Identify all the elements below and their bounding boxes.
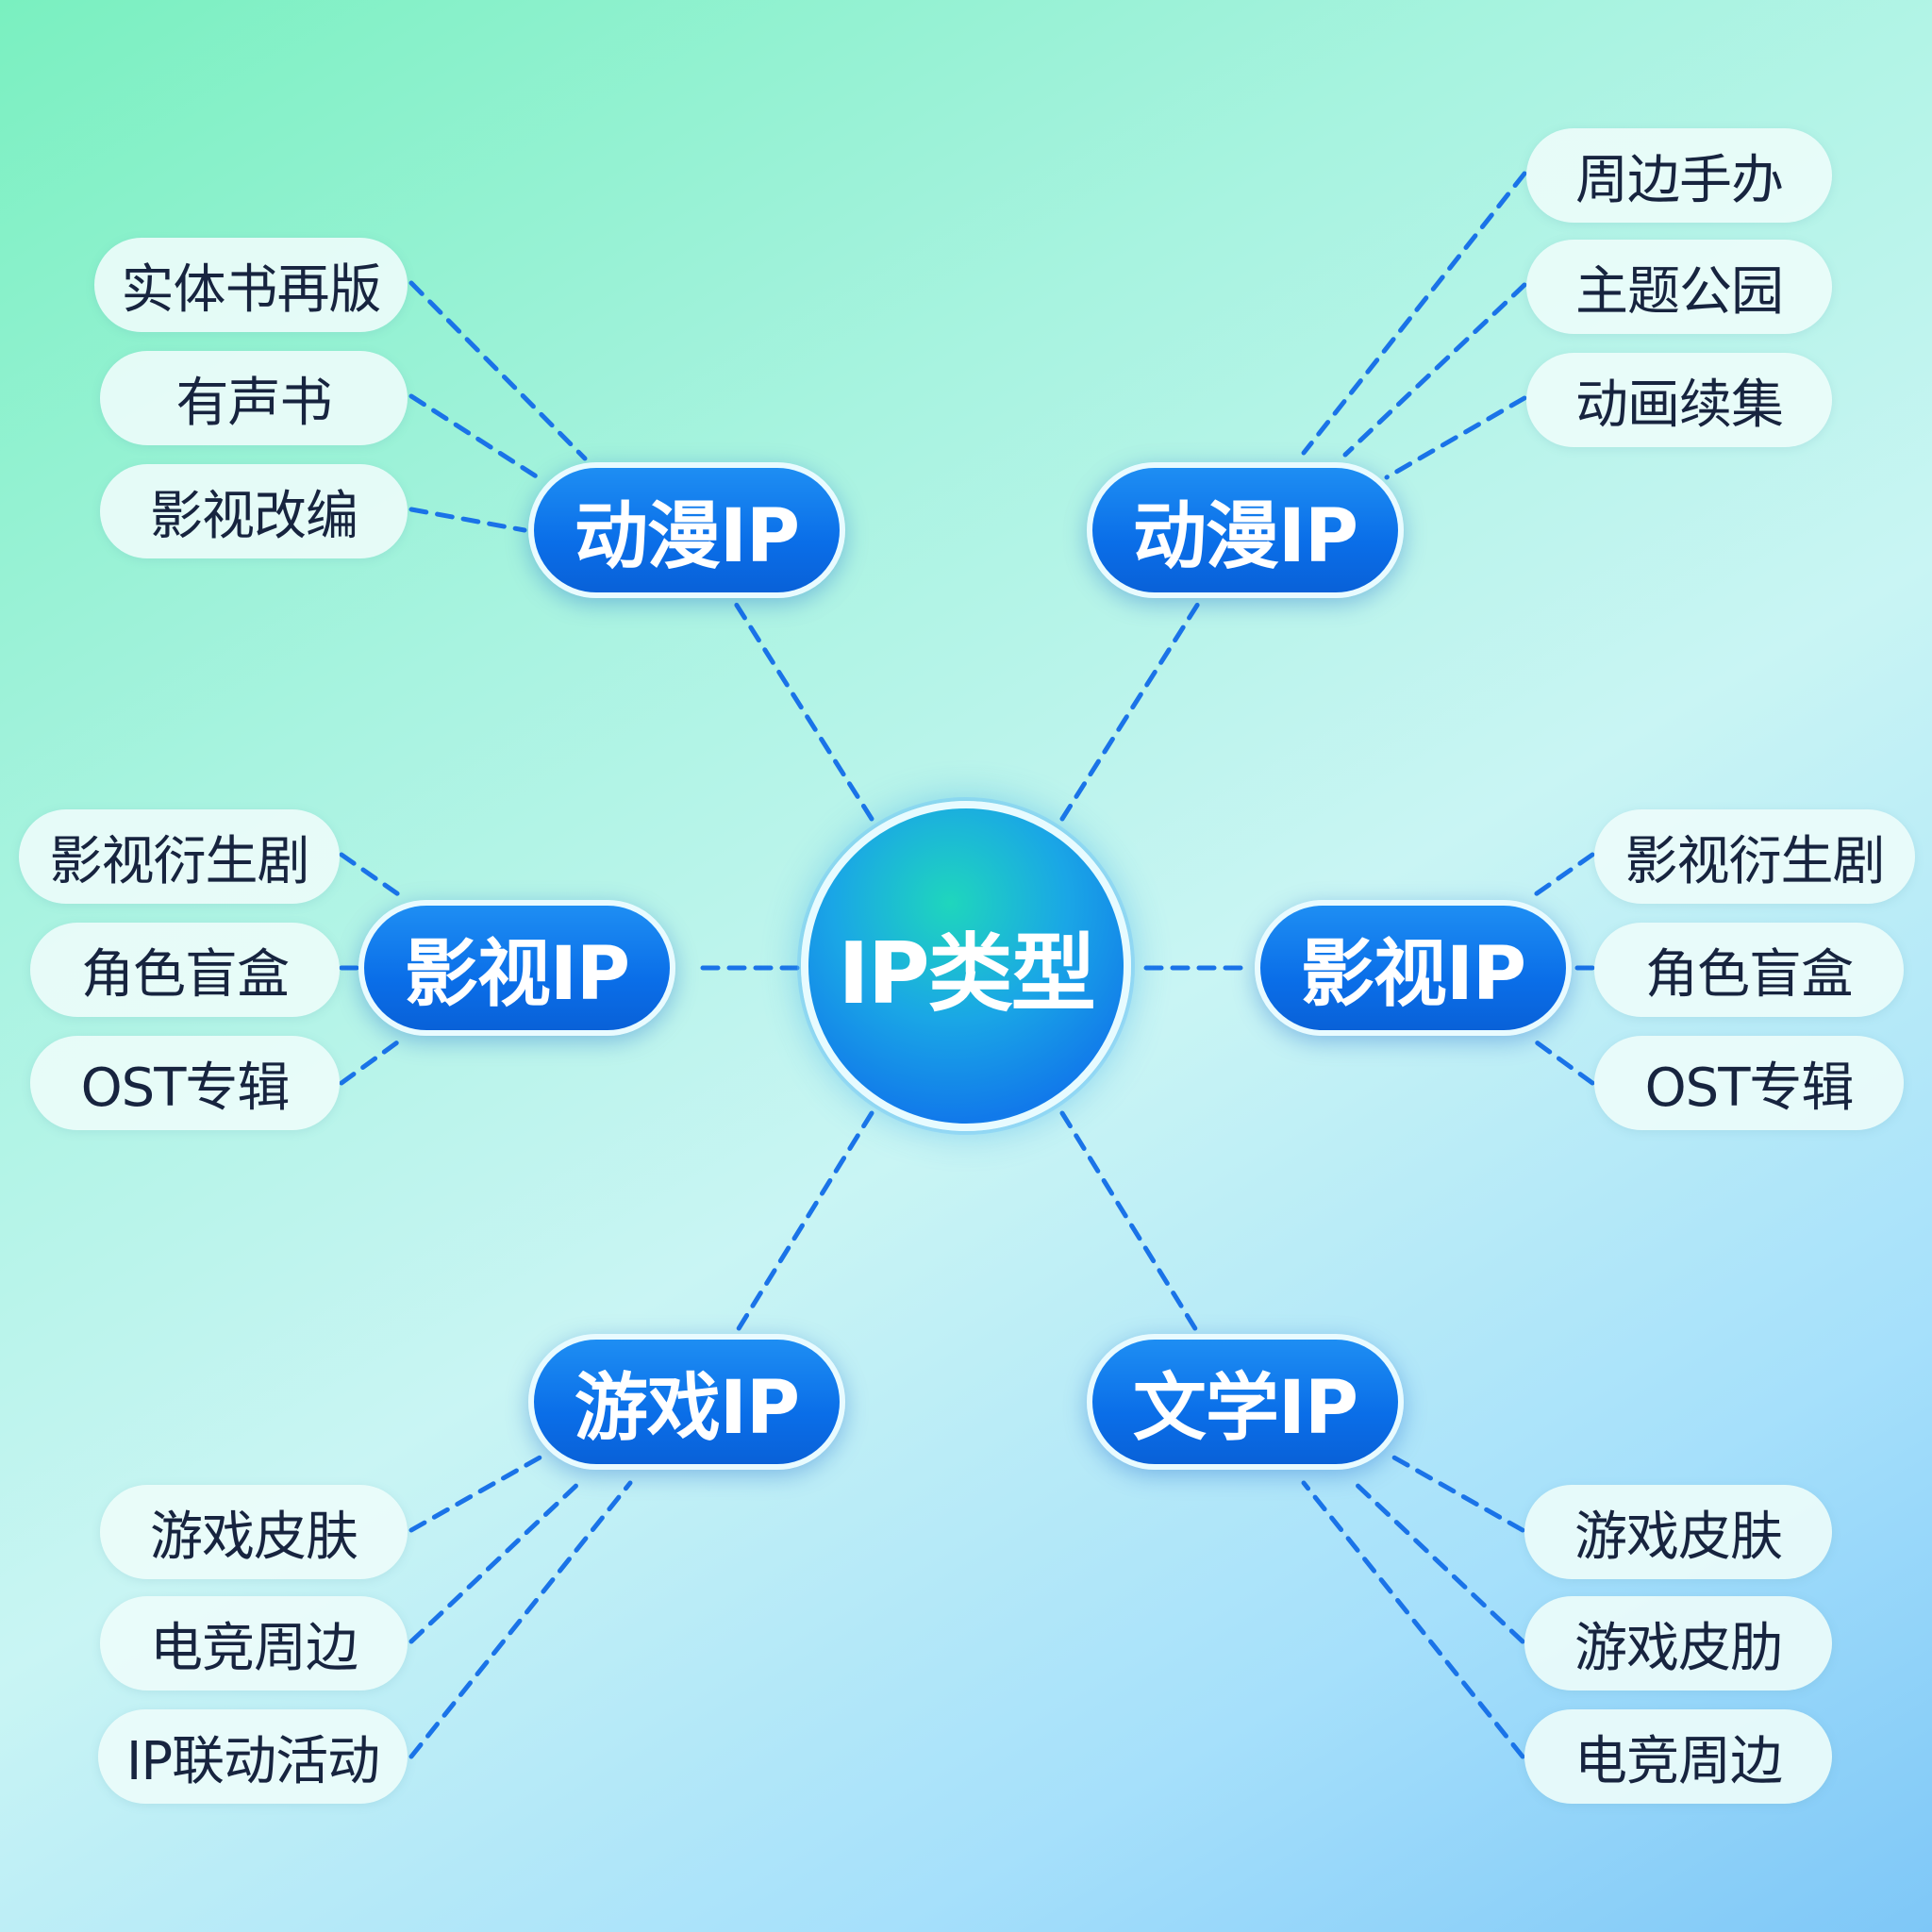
leaf-label: 动画续集 [1575,374,1784,436]
connector-center-cat-br [1059,1110,1199,1333]
leaf-label: 角色盲盒 [1645,943,1854,1006]
category-label: 游戏IP [574,1366,800,1451]
connector-ml-leaf-1 [339,852,407,901]
connector-bl-leaf-1 [408,1454,544,1533]
category-label: 动漫IP [1132,494,1358,579]
category-label: 文学IP [1132,1366,1358,1451]
leaf-physical-reprint[interactable]: 实体书再版 [94,238,408,332]
leaf-esports-merch[interactable]: 电竞周边 [1524,1709,1832,1804]
leaf-label: 影视衍生剧 [1624,830,1886,892]
connector-tl-leaf-3 [408,507,527,533]
connector-tr-leaf-3 [1384,395,1527,480]
connector-center-cat-tl [733,601,874,822]
leaf-animation-sequel[interactable]: 动画续集 [1526,353,1832,447]
connector-mr-leaf-3 [1527,1035,1595,1086]
category-anime-ip-right[interactable]: 动漫IP [1087,462,1404,598]
leaf-audiobook[interactable]: 有声书 [100,351,408,445]
connector-br-leaf-3 [1301,1480,1525,1759]
connector-tr-leaf-1 [1301,171,1527,456]
connector-tl-leaf-2 [408,393,541,480]
category-game-ip[interactable]: 游戏IP [528,1334,845,1470]
leaf-label: 电竞周边 [150,1617,358,1679]
leaf-blind-box[interactable]: 角色盲盒 [30,923,340,1017]
category-literature-ip[interactable]: 文学IP [1087,1334,1404,1470]
leaf-ost-album[interactable]: OST专辑 [1594,1036,1904,1130]
leaf-film-adaptation[interactable]: 影视改编 [100,464,408,558]
leaf-ip-collab-event[interactable]: IP联动活动 [98,1709,408,1804]
leaf-game-skins-variant[interactable]: 游戏皮肋 [1524,1596,1832,1690]
connector-br-leaf-2 [1348,1476,1525,1644]
connector-bl-leaf-3 [408,1480,633,1759]
leaf-label: 主题公园 [1575,260,1784,323]
category-label: 影视IP [1300,932,1526,1017]
category-film-ip-left[interactable]: 影视IP [358,900,675,1036]
leaf-spinoff-series[interactable]: 影视衍生剧 [1594,809,1915,904]
leaf-label: 影视衍生剧 [49,830,310,892]
leaf-esports-merch[interactable]: 电竞周边 [100,1596,408,1690]
category-film-ip-right[interactable]: 影视IP [1255,900,1572,1036]
leaf-label: 实体书再版 [121,258,382,321]
connector-ml-leaf-3 [339,1035,407,1086]
leaf-label: 电竞周边 [1574,1730,1783,1792]
category-anime-ip-left[interactable]: 动漫IP [528,462,845,598]
leaf-blind-box[interactable]: 角色盲盒 [1594,923,1904,1017]
category-label: 影视IP [404,932,630,1017]
connector-center-cat-bl [735,1110,874,1333]
leaf-label: IP联动活动 [125,1730,380,1792]
leaf-label: 角色盲盒 [81,943,290,1006]
leaf-ost-album[interactable]: OST专辑 [30,1036,340,1130]
leaf-figures[interactable]: 周边手办 [1526,128,1832,223]
category-label: 动漫IP [574,494,800,579]
leaf-label: 周边手办 [1575,149,1784,211]
leaf-theme-park[interactable]: 主题公园 [1526,240,1832,334]
leaf-spinoff-series[interactable]: 影视衍生剧 [19,809,340,904]
center-node-label: IP类型 [838,924,1095,1024]
leaf-label: 游戏皮肤 [150,1506,358,1568]
leaf-game-skins[interactable]: 游戏皮肤 [1524,1485,1832,1579]
connector-mr-leaf-1 [1527,852,1595,901]
connector-tl-leaf-1 [408,280,588,461]
leaf-label: 有声书 [175,372,333,434]
connector-bl-leaf-2 [408,1476,586,1644]
leaf-label: 游戏皮肋 [1574,1617,1783,1679]
center-node[interactable]: IP类型 [801,801,1131,1131]
connector-tr-leaf-2 [1342,282,1527,458]
connector-center-cat-tr [1059,601,1201,822]
leaf-label: OST专辑 [1644,1057,1855,1119]
leaf-label: OST专辑 [80,1057,291,1119]
connector-br-leaf-1 [1390,1454,1525,1533]
leaf-label: 影视改编 [150,485,358,547]
leaf-game-skins[interactable]: 游戏皮肤 [100,1485,408,1579]
leaf-label: 游戏皮肤 [1574,1506,1783,1568]
